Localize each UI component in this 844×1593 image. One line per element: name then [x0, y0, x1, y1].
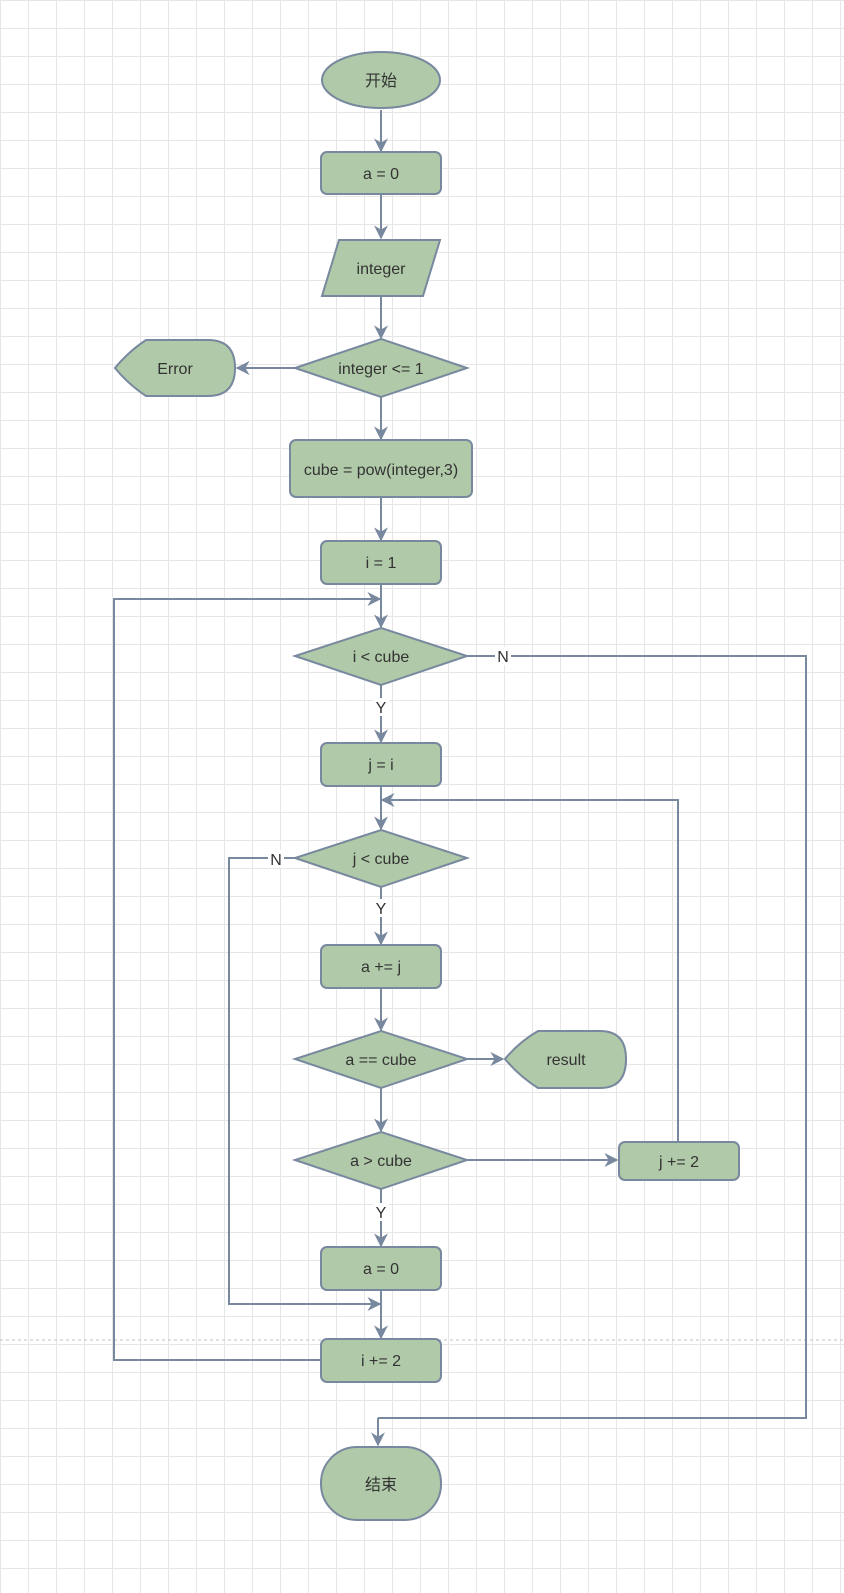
- node-check-equal[interactable]: a == cube: [291, 1029, 471, 1090]
- node-check-greater[interactable]: a > cube: [291, 1130, 471, 1191]
- node-result-label: result: [546, 1052, 586, 1069]
- edges: [113, 110, 807, 1447]
- node-error-label: Error: [157, 361, 193, 378]
- edge-label-j-no: N: [270, 852, 282, 869]
- node-check-j-label: j < cube: [352, 851, 410, 868]
- node-init-j[interactable]: j = i: [320, 742, 442, 787]
- node-cube-assign-label: cube = pow(integer,3): [304, 462, 458, 479]
- node-input-integer[interactable]: integer: [320, 239, 442, 297]
- edge-label-i-yes: Y: [376, 700, 387, 717]
- edge-inc-i-loop[interactable]: [113, 592, 382, 1361]
- node-inc-i[interactable]: i += 2: [320, 1338, 442, 1383]
- node-check-i-label: i < cube: [353, 649, 410, 666]
- node-check-integer-label: integer <= 1: [338, 361, 424, 378]
- node-reset-a[interactable]: a = 0: [320, 1246, 442, 1291]
- node-init-a[interactable]: a = 0: [320, 151, 442, 195]
- node-check-j[interactable]: j < cube: [291, 828, 471, 889]
- edge-label-greater-yes: Y: [376, 1205, 387, 1222]
- node-start-label: 开始: [365, 72, 397, 90]
- node-init-i[interactable]: i = 1: [320, 540, 442, 585]
- node-start[interactable]: 开始: [321, 51, 441, 109]
- node-result[interactable]: result: [503, 1030, 628, 1089]
- edge-check-j-no[interactable]: [228, 857, 382, 1311]
- node-add-j-label: a += j: [361, 959, 401, 976]
- node-check-equal-label: a == cube: [345, 1052, 416, 1069]
- edge-check-i-no[interactable]: [378, 655, 807, 1419]
- edge-inc-j-loop[interactable]: [380, 793, 679, 1141]
- node-input-integer-label: integer: [357, 261, 407, 278]
- edge-label-i-no: N: [497, 649, 509, 666]
- node-inc-j-label: j += 2: [658, 1154, 699, 1171]
- node-error[interactable]: Error: [113, 339, 237, 397]
- node-init-i-label: i = 1: [366, 555, 397, 572]
- edge-label-j-yes: Y: [376, 901, 387, 918]
- node-end-label: 结束: [365, 1476, 397, 1494]
- node-check-integer[interactable]: integer <= 1: [291, 337, 471, 399]
- node-inc-j[interactable]: j += 2: [618, 1141, 740, 1181]
- node-add-j[interactable]: a += j: [320, 944, 442, 989]
- node-check-i[interactable]: i < cube: [291, 626, 471, 687]
- node-init-j-label: j = i: [367, 757, 393, 774]
- node-reset-a-label: a = 0: [363, 1261, 399, 1278]
- node-init-a-label: a = 0: [363, 166, 399, 183]
- edge-labels: N Y N Y Y: [268, 647, 511, 1222]
- node-cube-assign[interactable]: cube = pow(integer,3): [289, 439, 473, 498]
- node-check-greater-label: a > cube: [350, 1153, 412, 1170]
- node-inc-i-label: i += 2: [361, 1353, 401, 1370]
- node-end[interactable]: 结束: [320, 1446, 442, 1521]
